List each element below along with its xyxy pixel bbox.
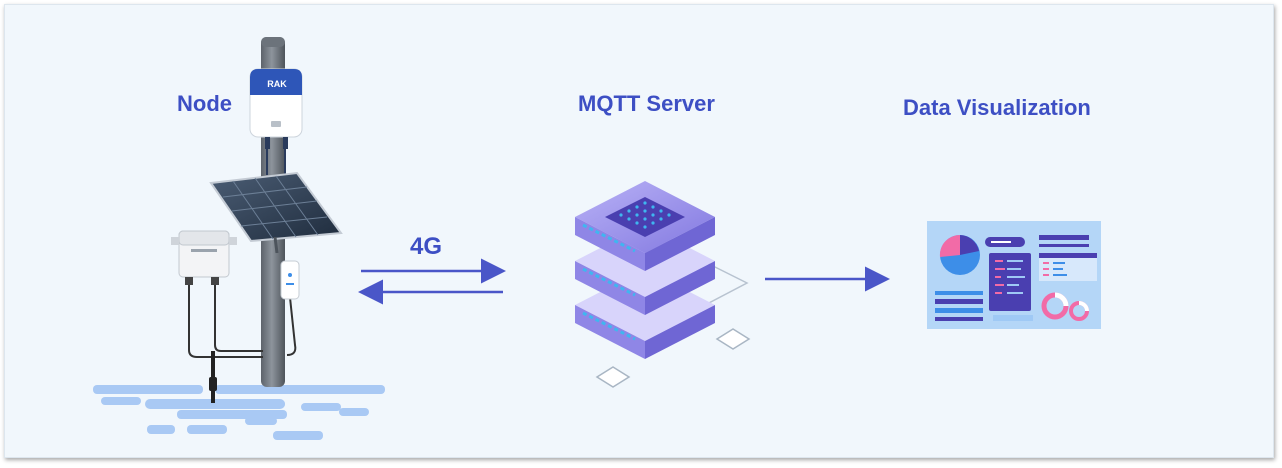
4g-link bbox=[358, 258, 506, 305]
mqtt-server-label: MQTT Server bbox=[578, 91, 715, 116]
diagram-canvas: RAK bbox=[93, 37, 1101, 440]
data-visualization-label: Data Visualization bbox=[903, 95, 1091, 120]
diagram-frame: RAK bbox=[4, 4, 1274, 458]
gateway-brand-label: RAK bbox=[267, 79, 287, 89]
battery-module-icon bbox=[280, 260, 300, 300]
dashboard-icon bbox=[927, 221, 1101, 329]
4g-label: 4G bbox=[410, 233, 443, 260]
water-puddle-icon bbox=[93, 385, 385, 440]
server-stack-icon bbox=[575, 181, 751, 388]
sensor-box-icon bbox=[171, 230, 237, 285]
solar-panel-icon bbox=[209, 171, 343, 254]
gateway-device-icon: RAK bbox=[249, 68, 303, 175]
node-label: Node bbox=[177, 91, 232, 116]
node-illustration: RAK bbox=[93, 37, 385, 440]
